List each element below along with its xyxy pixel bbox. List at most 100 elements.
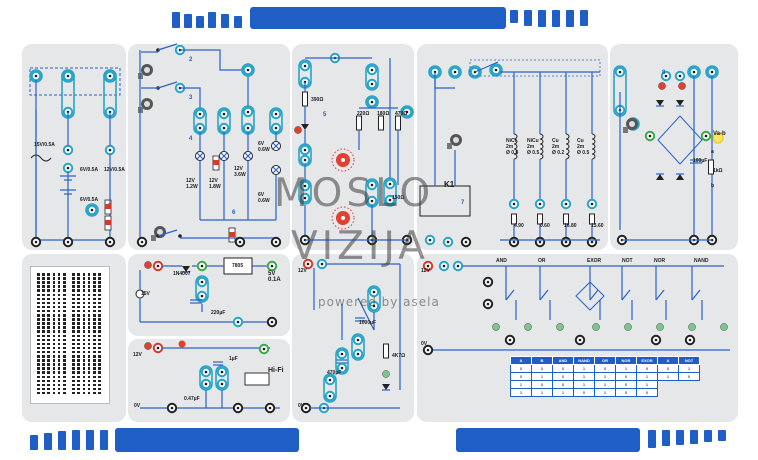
breadboard-hole [57,281,61,284]
breadboard-hole [37,371,40,374]
breadboard-hole [37,383,40,387]
resistor [395,115,401,131]
breadboard-hole [52,277,56,280]
breadboard-hole [72,326,75,329]
breadboard-hole [87,359,91,362]
breadboard-hole [82,383,86,387]
breadboard-hole [57,297,61,301]
label-coil-1: NiCr 2m Ø 0.5 [506,138,519,156]
breadboard-hole [93,309,96,313]
breadboard-hole [72,289,75,292]
brand-stripe [648,430,656,448]
socket-pin [246,110,250,114]
breadboard-hole [63,367,66,370]
breadboard-hole [37,281,40,284]
label-c1u: 1µF [229,356,238,362]
socket-pin [270,264,274,268]
breadboard-hole [98,342,101,346]
breadboard-hole [63,301,66,305]
breadboard-hole [77,273,80,276]
socket-pin [486,280,490,284]
brand-stripe [72,430,80,450]
socket-pin [340,352,344,356]
breadboard-hole [87,326,91,329]
coil-icon [539,133,544,140]
socket-pin [578,338,582,342]
truth_table-header: AND [552,356,574,365]
breadboard-hole [82,285,86,288]
breadboard-hole [82,391,86,395]
breadboard-hole [87,363,91,366]
socket-pin [664,74,668,78]
socket-pin [512,202,516,206]
breadboard-hole [98,379,101,383]
breadboard-hole [52,309,56,313]
knob-mount [447,143,452,149]
socket-pin [494,68,498,72]
socket-pin [156,264,160,268]
breadboard-hole [93,326,96,329]
socket-pin [328,394,332,398]
breadboard-hole [42,285,45,288]
breadboard-hole [47,371,50,374]
truth_table-cell: 0 [594,364,616,373]
label-r4k7: 4K7Ω [392,353,406,359]
breadboard-hole [77,277,80,280]
breadboard-hole [98,350,101,354]
socket-pin [306,262,310,266]
jumper-link [323,373,337,403]
breadboard-hole [37,273,40,276]
breadboard-hole [63,391,66,395]
breadboard-hole [37,359,40,362]
breadboard-hole [93,383,96,387]
label-b: b [711,183,715,189]
brand-stripe [676,430,684,445]
breadboard-hole [82,367,86,370]
breadboard-hole [52,305,56,309]
truth_table-cell: 0 [552,380,574,389]
breadboard-hole [63,363,66,366]
socket-pin [200,294,204,298]
truth_table-cell: 1 [510,380,532,389]
breadboard-hole [87,379,91,383]
breadboard-hole [72,338,75,342]
breadboard-hole [63,273,66,276]
socket-pin [590,240,594,244]
not_table-header: A [657,356,679,365]
socket-pin [370,183,374,187]
label-meas-3: 16.80 [564,223,577,229]
label-r150: 150Ω [392,195,405,201]
coil-icon [539,153,544,160]
label-meas-4: 13.60 [591,223,604,229]
breadboard-hole [47,273,50,276]
breadboard-hole [57,322,61,325]
breadboard-hole [42,305,45,309]
breadboard-hole [72,318,75,321]
knob-cap [144,101,150,107]
breadboard-hole [72,375,75,379]
watermark-line2: VIZIJA [291,224,429,269]
breadboard-hole [72,293,75,297]
not_table-cell: 0 [678,372,700,381]
panel-transistor [292,44,414,250]
truth_table-cell: 1 [615,364,637,373]
breadboard-hole [77,289,80,292]
label-supply-main: 15V/0.5A [34,142,55,148]
knob-cap [144,67,150,73]
truth_table-cell: 0 [615,372,637,381]
breadboard-hole [77,375,80,379]
breadboard-hole [82,273,86,276]
jumper-link [468,65,482,79]
breadboard-hole [57,383,61,387]
breadboard-hole [87,309,91,313]
label-coil-3: Cu 2m Ø 0.2 [552,138,565,156]
breadboard-hole [87,383,91,387]
breadboard-hole [63,314,66,317]
brand-stripe [44,433,52,450]
breadboard-hole [57,318,61,321]
breadboard-hole [42,322,45,325]
coil-icon [591,143,596,150]
socket-pin [34,74,38,78]
